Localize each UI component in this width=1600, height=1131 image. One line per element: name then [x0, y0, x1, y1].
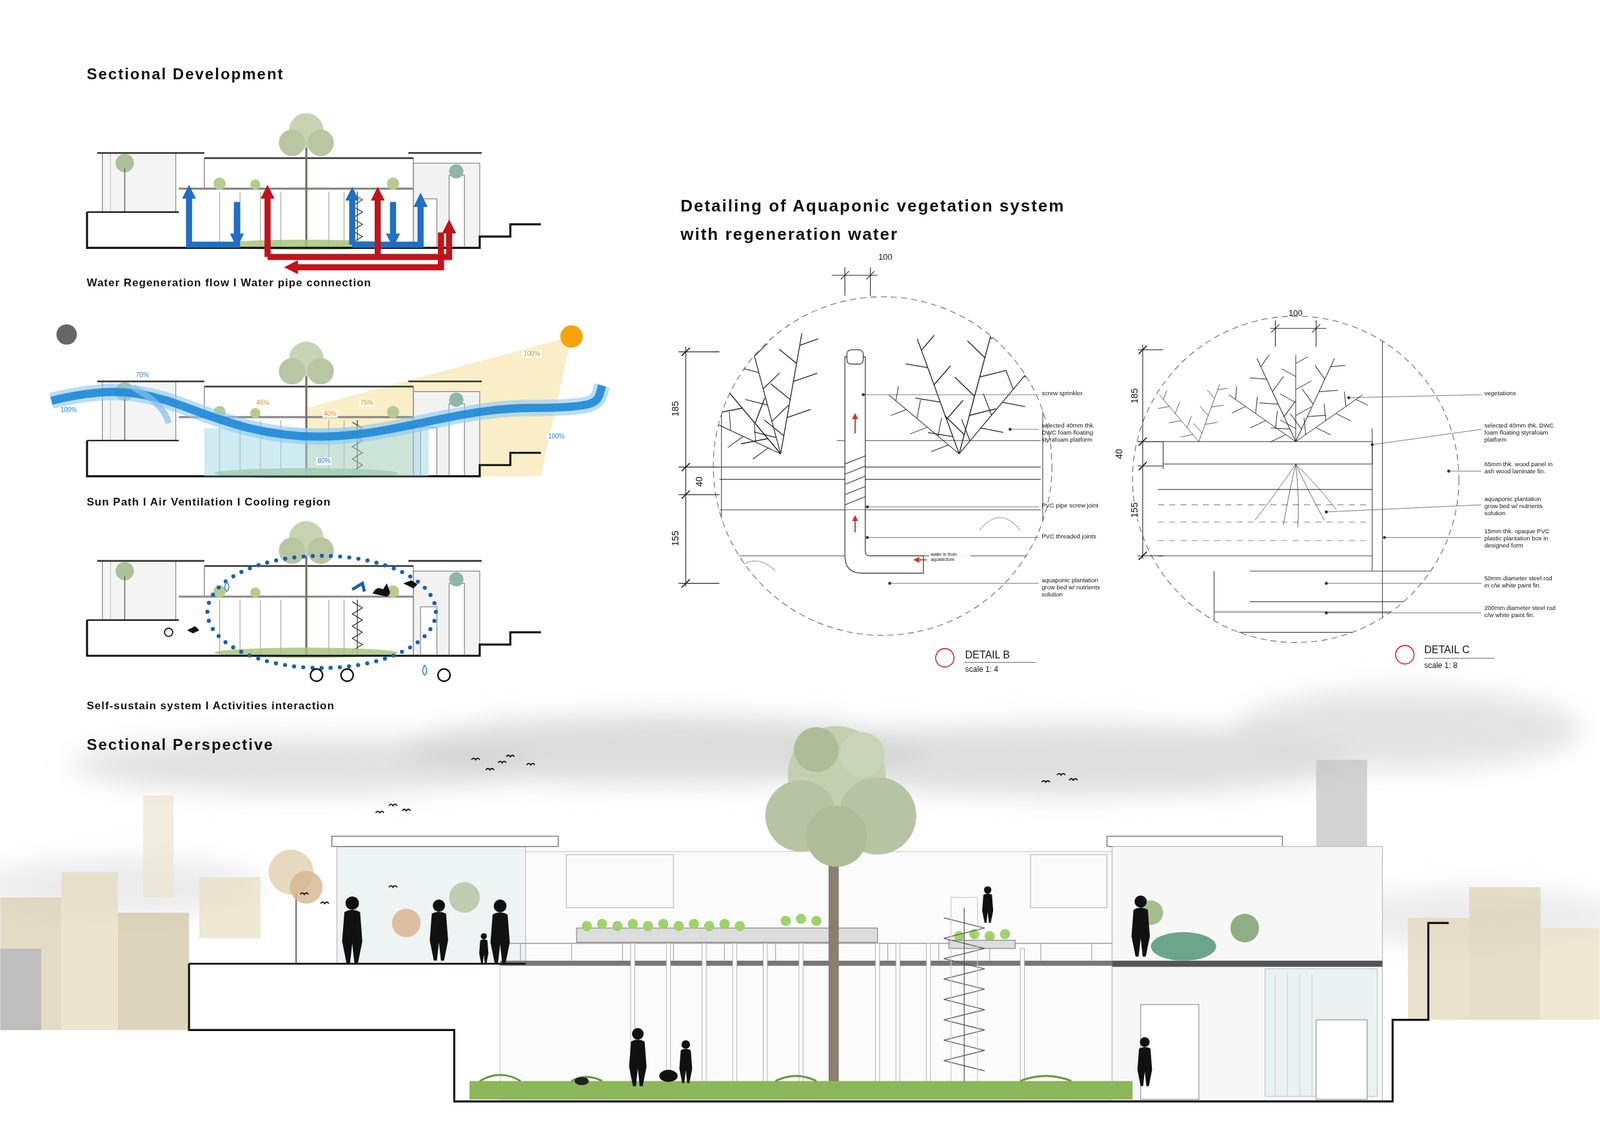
people: [342, 886, 1153, 1087]
dimension: 100: [878, 252, 893, 263]
water-flow-arrow: [390, 201, 396, 241]
section-heading: Sectional Perspective: [86, 735, 274, 755]
cycle-icon: [437, 669, 451, 682]
annotation: selected 40mm thk. DWC foam floating sty…: [1484, 422, 1557, 444]
detail-heading: Detailing of Aquaponic vegetation system…: [680, 191, 1068, 249]
sun-dot: [560, 325, 583, 349]
dimension: 100: [1288, 308, 1303, 319]
annotation: vegetations: [1484, 389, 1557, 397]
dimension: 155: [670, 530, 682, 548]
annotation: selected 40mm thk. DWC foam floating sty…: [1041, 422, 1105, 444]
terrace-line: [188, 962, 526, 965]
scale-note: scale 1: 4: [965, 664, 999, 674]
ground-cut-line: [188, 922, 1449, 1102]
cycle-loop: [207, 555, 436, 669]
tree-trunk: [828, 846, 840, 1087]
annotation: aquaponic plantation grow bed w/ nutrien…: [1484, 495, 1557, 518]
cycle-icon: [310, 669, 323, 682]
courtyard-wall: [500, 851, 1113, 1100]
water-flow-arrow: [348, 194, 355, 246]
diagram-caption: Self-sustain system I Activities interac…: [86, 699, 335, 713]
grass: [469, 1081, 1133, 1100]
percent-label: 40%: [322, 410, 338, 418]
dimension: 155: [1129, 501, 1141, 519]
annotation: 65mm thk. wood panel in ash wood laminat…: [1484, 461, 1557, 476]
percent-label: 100%: [546, 432, 567, 441]
bird-icon: [187, 626, 200, 634]
flower-icon: [164, 628, 173, 637]
cycle-icon: [341, 669, 354, 682]
section-sustain: [87, 521, 542, 682]
detail-tag: DETAIL B: [965, 648, 1010, 662]
diagram-caption: Sun Path I Air Ventilation I Cooling reg…: [86, 495, 331, 509]
annotation: PVC threaded joints: [1041, 532, 1107, 540]
percent-label: 75%: [359, 399, 375, 407]
lettuce-row: [581, 913, 1010, 942]
annotation: 50mm diameter steel rod in c/w white pai…: [1484, 575, 1557, 590]
water-flow-arrow: [234, 208, 240, 241]
section-heading: Sectional Development: [86, 65, 284, 84]
water-flow-arrow: [352, 199, 421, 246]
drop-icon: [422, 664, 427, 676]
pipe-elbow: [844, 510, 924, 574]
detail-tag: DETAIL C: [1423, 643, 1470, 656]
rabbit-icon: [372, 583, 391, 598]
annotation: screw sprinkler: [1041, 389, 1105, 397]
percent-label: 100%: [522, 350, 542, 358]
detail-marker: [1395, 645, 1414, 664]
percent-label: 80%: [316, 457, 332, 465]
annotation: PVC pipe screw joint: [1041, 501, 1107, 509]
air-flow: [132, 387, 169, 424]
annotation: aquaponic plantation grow bed w/ nutrien…: [1041, 577, 1107, 599]
annotation: 15mm thk. opaque PVC plastic plantation …: [1484, 528, 1557, 550]
water-flow-arrow: [188, 191, 237, 245]
sectional-perspective: [0, 688, 1600, 1103]
dimension: 185: [1129, 386, 1141, 405]
birds: [300, 755, 1078, 904]
building-section: [87, 521, 542, 658]
air-flow: [51, 385, 603, 437]
dimension: 40: [1113, 447, 1125, 461]
percent-label: 100%: [59, 406, 79, 415]
dimension: 40: [693, 475, 705, 489]
pipe-arrow: [264, 191, 271, 257]
building-section: [87, 113, 542, 251]
drop-icon: [224, 581, 229, 593]
pipe-arrow: [290, 232, 441, 268]
annotation: water in from aquatecture: [929, 552, 971, 562]
section-climate: [51, 324, 603, 479]
detail-c: [1132, 305, 1495, 664]
pipe-arrow: [267, 226, 450, 257]
percent-label: 45%: [255, 399, 271, 407]
pipe: [844, 357, 866, 511]
detail-marker: [935, 648, 954, 667]
canopy: [332, 836, 559, 847]
pipe-arrow: [374, 194, 381, 258]
bird-icon: [403, 580, 418, 589]
detail-circle: [1132, 316, 1459, 643]
canopy: [1107, 836, 1283, 847]
section-water: [87, 113, 542, 268]
scale-note: scale 1: 8: [1423, 661, 1457, 671]
detail-b: [677, 266, 1052, 667]
air-flow: [51, 385, 603, 437]
loop-arrow: [352, 583, 365, 593]
spiral-stair: [944, 897, 985, 1087]
tree-small: [268, 849, 480, 964]
service-block: [1111, 846, 1383, 1102]
water-tank: [1316, 1020, 1368, 1100]
dimension: 185: [670, 400, 682, 418]
tree-crown: [765, 726, 917, 867]
annotation: 200mm diameter steel rod c/w white paint…: [1484, 604, 1557, 620]
percent-label: 70%: [134, 371, 151, 380]
glass-pavilion: [336, 846, 526, 965]
detail-circle: [713, 296, 1052, 636]
moon-dot: [56, 324, 78, 346]
diagram-caption: Water Regeneration flow I Water pipe con…: [86, 276, 372, 290]
planter: [1151, 932, 1217, 961]
